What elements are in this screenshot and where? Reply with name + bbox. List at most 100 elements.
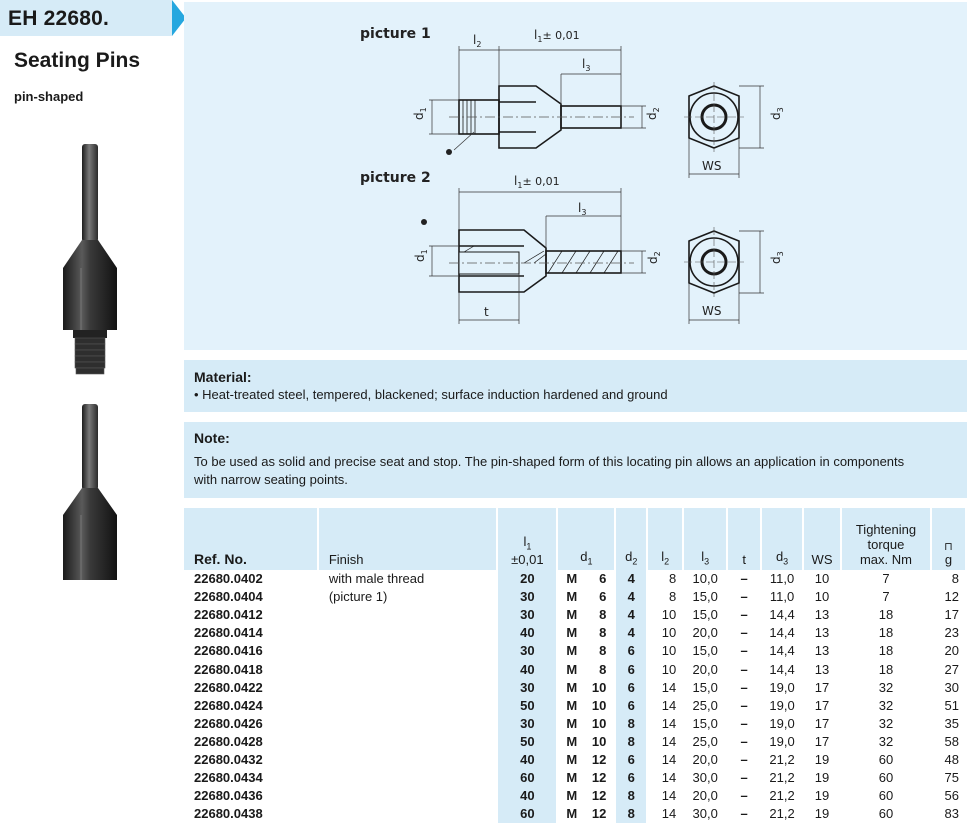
col-weight: ⊓ g — [930, 508, 968, 570]
cell-ws: 13 — [803, 624, 842, 643]
cell-g: 17 — [930, 606, 968, 625]
picture-2-label: picture 2 — [360, 170, 431, 186]
cell-t: – — [727, 588, 763, 607]
cell-l2: 14 — [647, 732, 685, 751]
cell-t: – — [727, 606, 763, 625]
note-text-line-2: with narrow seating points. — [194, 472, 348, 487]
col-l2: l2 — [647, 508, 685, 570]
cell-t: – — [727, 805, 763, 824]
note-heading: Note: — [194, 430, 230, 446]
col-d2: d2 — [615, 508, 649, 570]
dim-t-label: t — [484, 305, 489, 319]
svg-text:l3: l3 — [578, 201, 586, 217]
cell-l2: 14 — [647, 714, 685, 733]
cell-ref: 22680.0416 — [184, 642, 319, 661]
cell-d3: 19,0 — [761, 678, 805, 697]
cell-ws: 17 — [803, 732, 842, 751]
cell-l1: 40 — [497, 660, 559, 679]
cell-d3: 21,2 — [761, 805, 805, 824]
cell-l3: 15,0 — [683, 678, 729, 697]
product-code-tag: EH 22680. — [0, 0, 172, 36]
weight-icon: ⊓ — [944, 541, 953, 553]
cell-d3: 14,4 — [761, 606, 805, 625]
cell-torque: 18 — [841, 660, 932, 679]
material-heading: Material: — [194, 369, 252, 385]
svg-text:d3: d3 — [769, 251, 785, 264]
cell-d3: 14,4 — [761, 624, 805, 643]
cell-g: 51 — [930, 696, 968, 715]
cell-finish — [317, 606, 499, 625]
product-photo-male-thread — [63, 144, 117, 375]
cell-finish — [317, 678, 499, 697]
cell-l1: 50 — [497, 732, 559, 751]
cell-l3: 10,0 — [683, 570, 729, 589]
cell-t: – — [727, 624, 763, 643]
svg-text:d1: d1 — [413, 249, 429, 262]
col-ws: WS — [803, 508, 842, 570]
cell-d3: 14,4 — [761, 660, 805, 679]
cell-ws: 13 — [803, 660, 842, 679]
cell-l1: 30 — [497, 606, 559, 625]
cell-d2: 6 — [615, 769, 649, 788]
cell-ws: 19 — [803, 787, 842, 806]
col-t: t — [727, 508, 763, 570]
cell-ref: 22680.0412 — [184, 606, 319, 625]
svg-text:l1± 0,01: l1± 0,01 — [514, 174, 560, 190]
col-ref-no: Ref. No. — [184, 508, 319, 570]
cell-d2: 6 — [615, 750, 649, 770]
cell-l1: 60 — [497, 769, 559, 788]
cell-d2: 6 — [615, 642, 649, 661]
cell-ref: 22680.0422 — [184, 678, 319, 697]
cell-l2: 14 — [647, 805, 685, 824]
product-code: EH 22680. — [8, 7, 110, 30]
cell-ref: 22680.0436 — [184, 787, 319, 806]
cell-l1: 20 — [497, 570, 559, 589]
cell-l3: 15,0 — [683, 642, 729, 661]
cell-ws: 17 — [803, 678, 842, 697]
cell-l2: 10 — [647, 606, 685, 625]
cell-torque: 32 — [841, 696, 932, 715]
cell-d2: 6 — [615, 660, 649, 679]
cell-l2: 14 — [647, 769, 685, 788]
cell-d2: 4 — [615, 588, 649, 607]
cell-l3: 25,0 — [683, 696, 729, 715]
dim-ws-label-2: WS — [702, 304, 721, 318]
cell-l3: 30,0 — [683, 805, 729, 824]
cell-d3: 19,0 — [761, 714, 805, 733]
cell-d3: 11,0 — [761, 570, 805, 589]
cell-g: 83 — [930, 805, 968, 824]
cell-l1: 40 — [497, 624, 559, 643]
svg-text:l2: l2 — [473, 33, 481, 49]
cell-l1: 50 — [497, 696, 559, 715]
cell-l2: 14 — [647, 750, 685, 770]
cell-l1: 30 — [497, 642, 559, 661]
cell-finish — [317, 787, 499, 806]
cell-torque: 7 — [841, 570, 932, 589]
material-section: Material: • Heat-treated steel, tempered… — [184, 360, 967, 412]
cell-ref: 22680.0438 — [184, 805, 319, 824]
cell-g: 30 — [930, 678, 968, 697]
cell-d2: 4 — [615, 570, 649, 589]
cell-ws: 19 — [803, 805, 842, 824]
cell-l2: 14 — [647, 678, 685, 697]
cell-d3: 11,0 — [761, 588, 805, 607]
cell-finish — [317, 714, 499, 733]
cell-d3: 14,4 — [761, 642, 805, 661]
cell-d2: 6 — [615, 696, 649, 715]
cell-ws: 17 — [803, 714, 842, 733]
cell-g: 58 — [930, 732, 968, 751]
cell-ws: 19 — [803, 750, 842, 770]
cell-d3: 21,2 — [761, 787, 805, 806]
